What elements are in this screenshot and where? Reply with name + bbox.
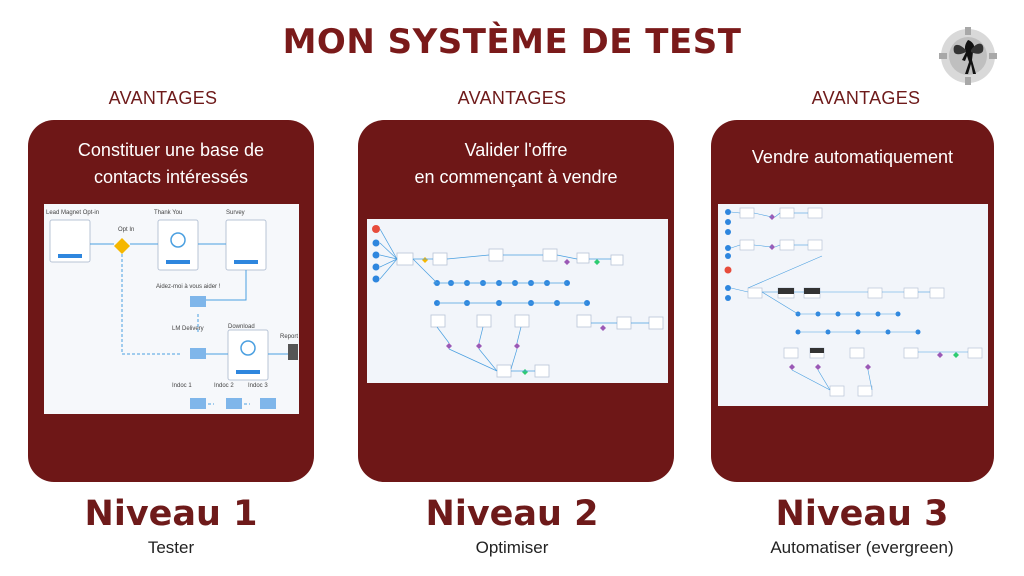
label-download: Download xyxy=(228,324,255,330)
card-niveau-3: Vendre automatiquement xyxy=(711,120,994,482)
funnel-screenshot-1: Lead Magnet Opt-in Thank You Survey Opt … xyxy=(44,204,299,414)
card-niveau-1: Constituer une base de contacts intéress… xyxy=(28,120,314,482)
level-1-subtitle: Tester xyxy=(147,538,195,557)
level-3-title: Niveau 3 xyxy=(775,494,949,534)
label-thankyou: Thank You xyxy=(154,210,182,216)
card-1-line-2: contacts intéressés xyxy=(93,167,249,187)
label-report: Report xyxy=(280,334,298,340)
label-indoc-2: Indoc 2 xyxy=(214,383,234,389)
level-2-subtitle: Optimiser xyxy=(475,538,549,557)
label-optin: Opt In xyxy=(118,227,134,233)
card-1-line-1: Constituer une base de xyxy=(77,140,265,160)
label-indoc-1: Indoc 1 xyxy=(172,383,192,389)
funnel-screenshot-2 xyxy=(367,219,668,383)
column-1-header: AVANTAGES xyxy=(108,88,218,108)
level-3-subtitle: Automatiser (evergreen) xyxy=(770,538,954,557)
card-3-line-1: Vendre automatiquement xyxy=(751,147,954,167)
label-delivery: LM Delivery xyxy=(172,326,204,332)
fairy-gear-icon xyxy=(938,26,998,86)
label-survey: Survey xyxy=(226,210,245,216)
label-help: Aidez-moi à vous aider ! xyxy=(156,284,221,290)
funnel-screenshot-3 xyxy=(718,204,988,406)
level-1-title: Niveau 1 xyxy=(84,494,258,534)
label-optin-page: Lead Magnet Opt-in xyxy=(46,210,99,216)
column-3-header: AVANTAGES xyxy=(811,88,921,108)
card-2-line-2: en commençant à vendre xyxy=(414,167,618,187)
page-title: MON SYSTÈME DE TEST xyxy=(282,22,742,62)
column-2-header: AVANTAGES xyxy=(457,88,567,108)
card-niveau-2: Valider l'offre en commençant à vendre xyxy=(358,120,674,482)
card-2-line-1: Valider l'offre xyxy=(464,140,568,160)
level-2-title: Niveau 2 xyxy=(425,494,599,534)
label-indoc-3: Indoc 3 xyxy=(248,383,268,389)
